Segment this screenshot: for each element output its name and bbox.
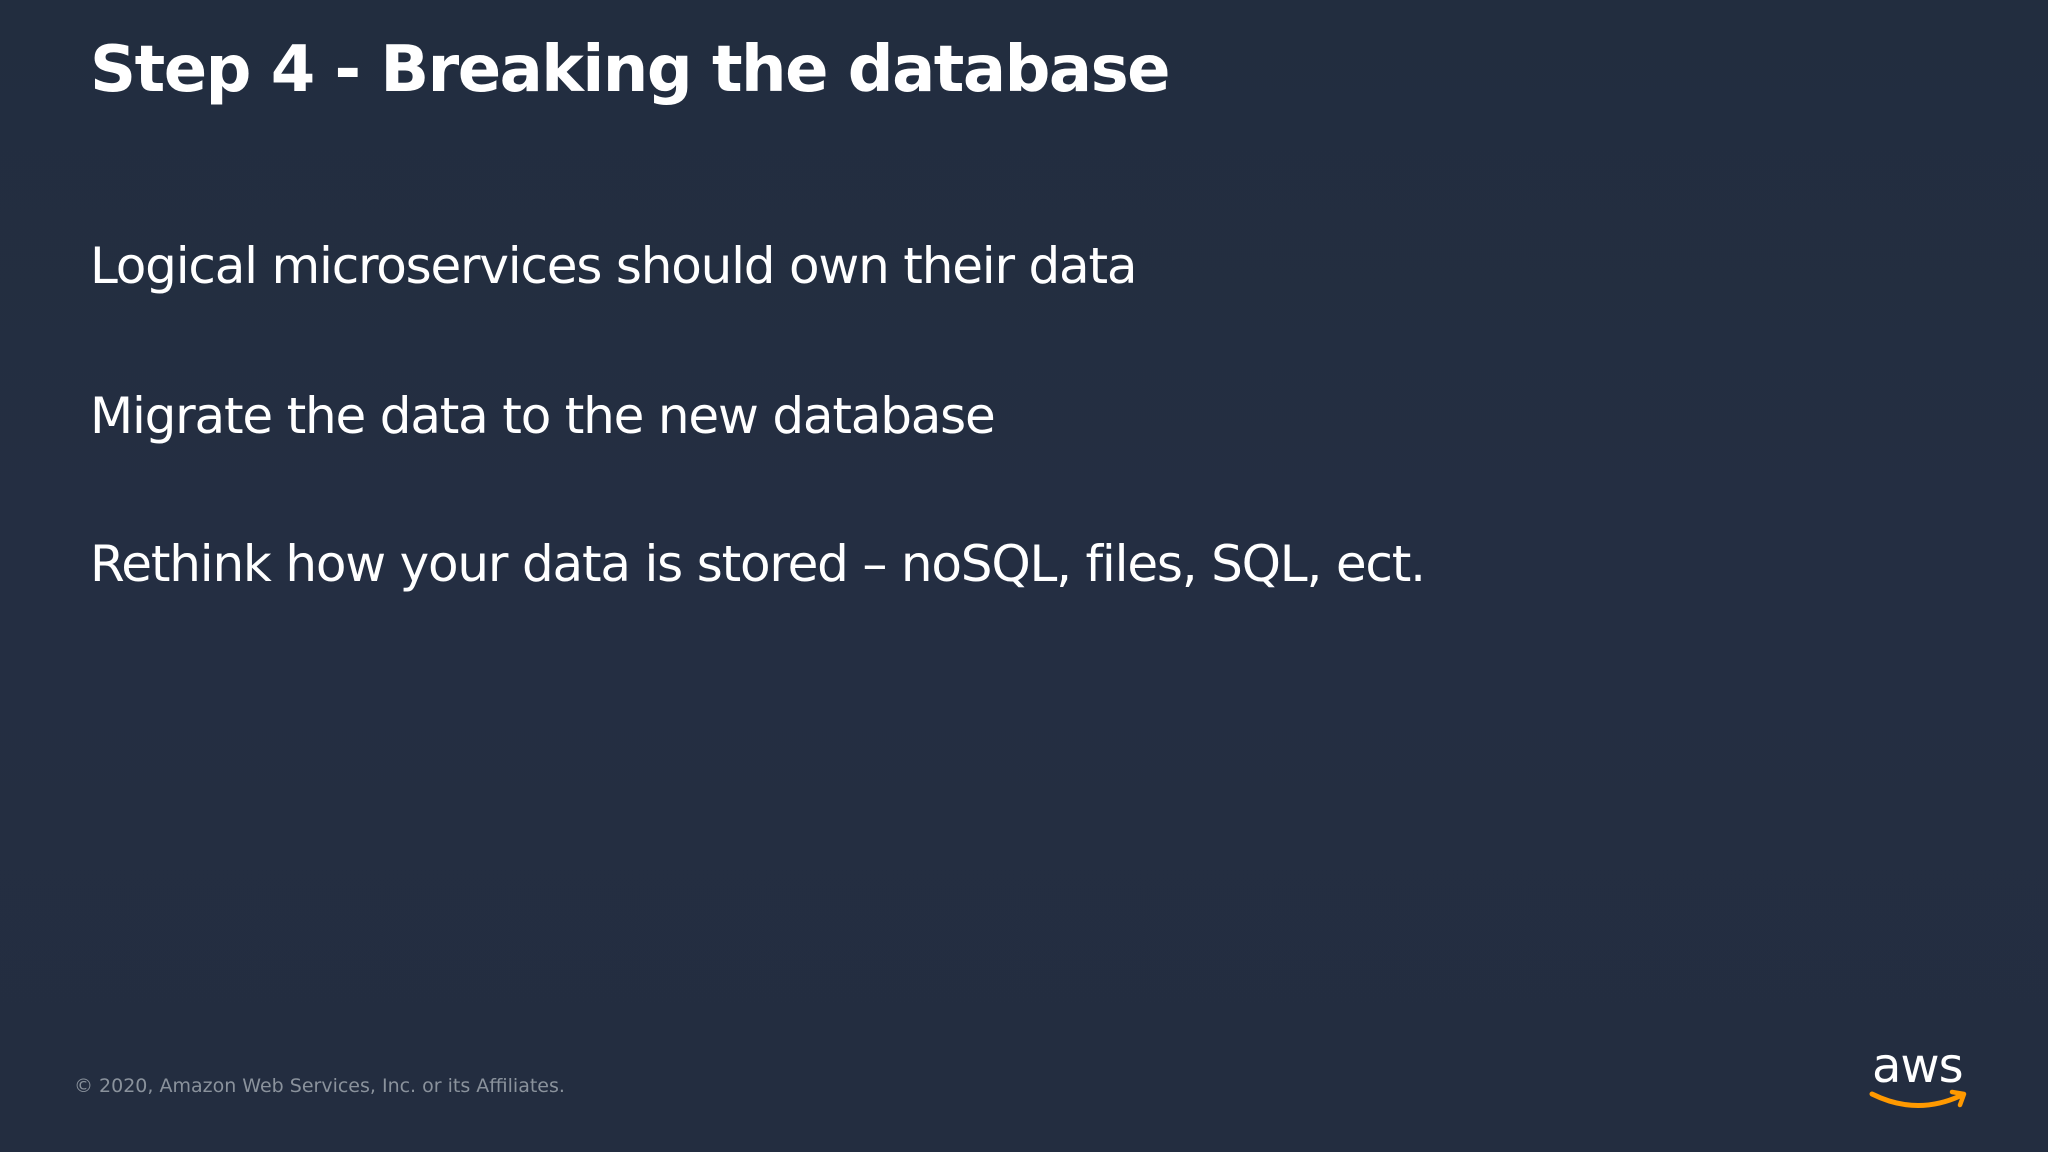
copyright-footer: © 2020, Amazon Web Services, Inc. or its… — [74, 1075, 565, 1097]
bullet-point: Logical microservices should own their d… — [90, 237, 1138, 295]
bullet-point: Migrate the data to the new database — [90, 387, 996, 445]
aws-logo-text: aws — [1872, 1038, 1964, 1094]
slide-title: Step 4 - Breaking the database — [90, 33, 1171, 107]
aws-logo: aws — [1868, 1040, 1972, 1116]
aws-smile-arrow-icon — [1869, 1089, 1967, 1108]
bullet-point: Rethink how your data is stored – noSQL,… — [90, 535, 1426, 593]
